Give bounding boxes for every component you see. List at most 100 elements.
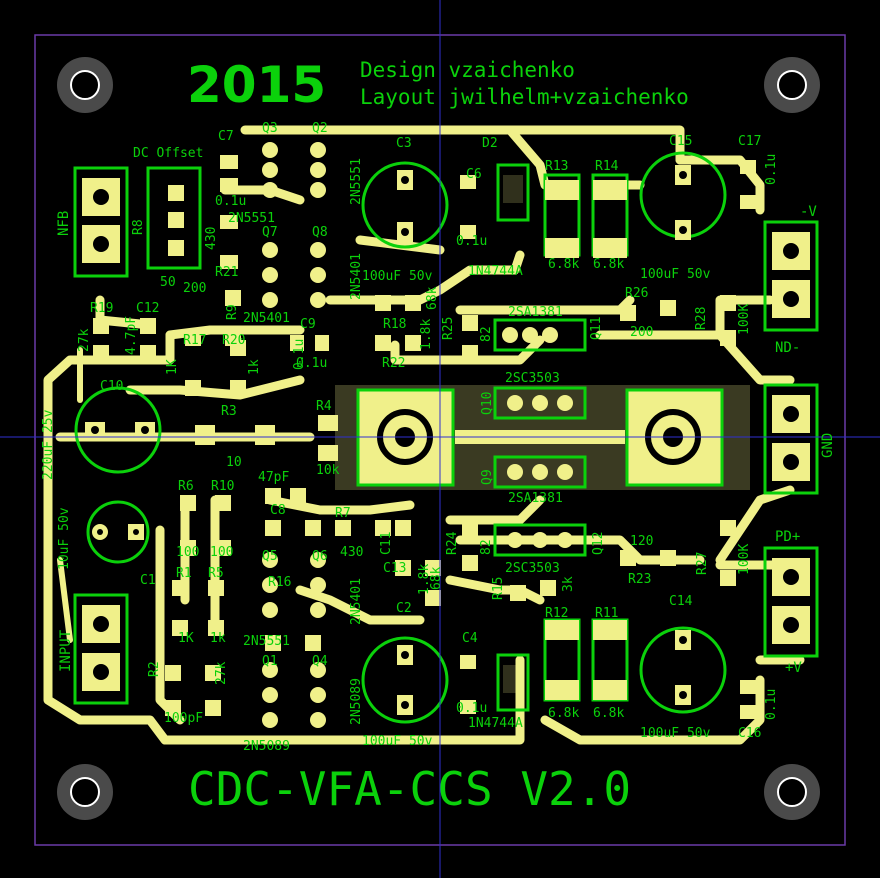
label-r10: R10 [211, 479, 234, 494]
label-10-a: 10 [226, 455, 242, 470]
label-c15: C15 [669, 134, 692, 149]
label-q2: Q2 [312, 121, 328, 136]
label-r3: R3 [221, 404, 237, 419]
mounting-hole [57, 57, 113, 113]
label-0-1u-a: 0.1u [215, 194, 246, 209]
label-2sa1381-a: 2SA1381 [508, 305, 563, 320]
label-r15: R15 [491, 577, 506, 600]
label-100k-b: 100K [737, 544, 752, 575]
label-r14: R14 [595, 159, 619, 174]
label-1n4744a-a: 1N4744A [468, 264, 523, 279]
label-6-8k-a: 6.8k [548, 257, 579, 272]
label-q12: Q12 [591, 532, 606, 555]
label-r27: R27 [695, 552, 710, 575]
label-r25: R25 [441, 317, 456, 340]
electrolytic-capacitor [74, 386, 162, 474]
label-q4: Q4 [312, 654, 328, 669]
label-0-1u-g: 0.1u [292, 339, 307, 370]
label-r7: R7 [335, 506, 351, 521]
gnd-label: GND [820, 433, 836, 458]
label-2n5551-b: 2N5551 [349, 158, 364, 205]
label-1k-c: 1K [178, 631, 194, 646]
screw-terminal-input [73, 593, 129, 705]
label-c17: C17 [738, 134, 761, 149]
label-r5: R5 [208, 566, 224, 581]
label-r8: R8 [131, 219, 146, 235]
silkscreen-labels: C7 Q3 Q2 C3 D2 R13 R14 C15 C17 R8 430 0.… [41, 121, 779, 754]
label-3k: 3k [561, 576, 576, 592]
label-r16: R16 [268, 575, 291, 590]
trim-potentiometer [146, 166, 202, 270]
label-r22: R22 [382, 356, 405, 371]
label-c11: C11 [379, 532, 394, 555]
label-10uf: 10uF 50v [57, 507, 72, 570]
nfb-label: NFB [56, 211, 72, 236]
board-year: 2015 [187, 56, 326, 114]
label-r12: R12 [545, 606, 568, 621]
label-r18: R18 [383, 317, 406, 332]
label-q1: Q1 [262, 654, 278, 669]
screw-terminal-gnd [763, 383, 819, 495]
label-430-b: 430 [340, 545, 363, 560]
label-68k-b: 68k [429, 566, 444, 590]
label-100uf-b: 100uF 50v [640, 267, 711, 282]
label-430: 430 [204, 227, 219, 250]
label-r26: R26 [625, 286, 648, 301]
label-2n5551-c: 2N5551 [243, 634, 290, 649]
label-q11: Q11 [589, 317, 604, 340]
label-50: 50 [160, 275, 176, 290]
label-r4: R4 [316, 399, 332, 414]
input-label: INPUT [58, 629, 74, 672]
label-6-8k-b: 6.8k [593, 257, 624, 272]
label-0-1u-c: 0.1u [764, 154, 779, 185]
electrolytic-capacitor [361, 161, 449, 249]
label-10k: 10k [316, 463, 340, 478]
label-220uf: 220uF 25v [41, 409, 56, 480]
label-2sc3503-b: 2SC3503 [505, 561, 560, 576]
label-r1: R1 [176, 566, 192, 581]
label-r6: R6 [178, 479, 194, 494]
electrolytic-capacitor [86, 500, 150, 564]
label-100uf-c: 100uF 50v [362, 734, 433, 749]
label-c10: C10 [100, 379, 123, 394]
pd-plus-label: PD+ [775, 529, 800, 545]
label-r24: R24 [445, 531, 460, 555]
label-r19: R19 [90, 301, 113, 316]
label-q8: Q8 [312, 225, 328, 240]
label-c14: C14 [669, 594, 693, 609]
label-r9: R9 [225, 304, 240, 320]
label-r13: R13 [545, 159, 568, 174]
electrolytic-capacitor [639, 626, 727, 714]
label-6-8k-d: 6.8k [593, 706, 624, 721]
label-2n5401-c: 2N5401 [349, 578, 364, 625]
label-68k: 68k [425, 286, 440, 310]
label-c6: C6 [466, 167, 482, 182]
label-c9: C9 [300, 317, 316, 332]
mounting-hole [57, 764, 113, 820]
label-0-1u-b: 0.1u [456, 234, 487, 249]
power-resistor [543, 173, 629, 702]
nd-minus-label: ND- [775, 340, 800, 356]
label-c2: C2 [396, 601, 412, 616]
label-q3: Q3 [262, 121, 278, 136]
label-2n5401-b: 2N5401 [349, 253, 364, 300]
label-q10: Q10 [480, 392, 495, 415]
label-1-8k-b: 1.8k [417, 564, 432, 595]
layout-credit: Layout jwilhelm+vzaichenko [360, 85, 689, 109]
label-r28: R28 [694, 307, 709, 330]
label-1k-d: 1k [210, 631, 226, 646]
label-120: 120 [630, 534, 653, 549]
label-100-b: 100 [210, 545, 233, 560]
label-4-7pf: 4.7pF [124, 316, 139, 355]
v-minus-label: -V [800, 204, 817, 220]
label-6-8k-c: 6.8k [548, 706, 579, 721]
mounting-hole [764, 764, 820, 820]
label-c7: C7 [218, 129, 234, 144]
label-47pf: 47pF [258, 470, 289, 485]
label-0-1u-f: 0.1u [764, 689, 779, 720]
label-c16: C16 [738, 726, 761, 741]
label-1k-a: 1K [165, 359, 180, 375]
label-100pf: 100pF [164, 711, 203, 726]
component-pads [93, 155, 756, 719]
